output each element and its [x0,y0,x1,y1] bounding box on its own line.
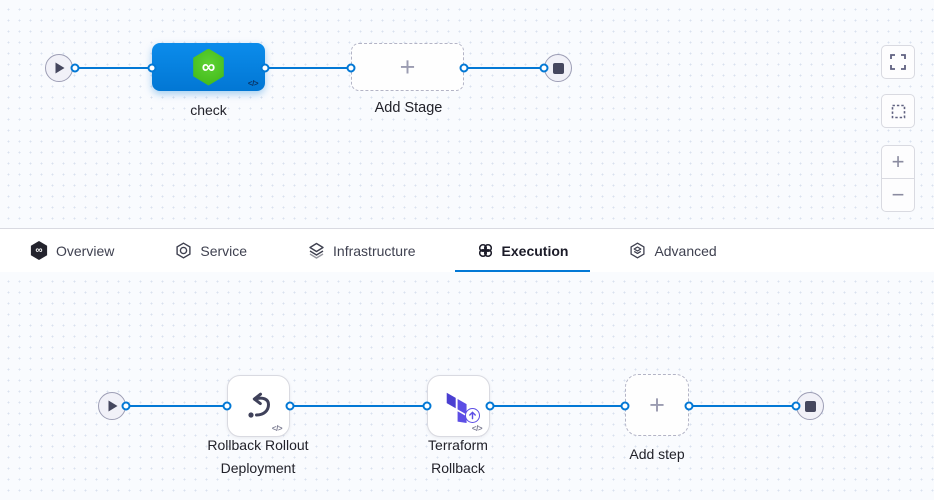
terraform-icon [446,392,467,423]
connector-line [126,405,227,407]
step-label-line: Rollback Rollout [207,437,309,453]
marquee-select-icon [891,104,905,118]
connector-line [75,67,152,69]
pipeline-start-node[interactable] [45,54,73,82]
play-icon [55,62,64,74]
step-label: Terraform Rollback [383,434,533,480]
step-label-line: Rollback [431,460,485,476]
infinity-glyph: ∞ [35,245,43,256]
undo-icon [247,392,270,418]
connector-dot [121,401,131,411]
tab-label: Overview [56,242,115,259]
stage-label: check [190,102,227,118]
rollback-badge [465,408,480,423]
connector-line [290,405,427,407]
stage-canvas[interactable]: ∞ </> check + Add Stage [0,0,934,228]
code-icon: </> [247,79,259,88]
rollback-end-node[interactable] [796,392,824,420]
infrastructure-icon [309,242,324,259]
step-node-terraform-rollback[interactable]: </> [427,375,490,437]
harness-logo-icon: ∞ [30,241,48,260]
step-label: Rollback Rollout Deployment [183,434,333,480]
connector-line [689,405,796,407]
add-step-button[interactable]: + [625,374,689,436]
connector-line [265,67,351,69]
infinity-glyph: ∞ [201,56,216,78]
stop-icon [552,62,564,74]
fullscreen-icon [890,54,906,70]
connector-dot [346,63,356,73]
stop-icon [804,400,816,412]
connector-dot [791,401,801,411]
connector-dot [422,401,432,411]
step-label-line: Deployment [220,460,296,476]
rollback-start-node[interactable] [98,392,126,420]
tab-overview[interactable]: ∞ Overview [8,229,136,272]
service-icon [176,242,191,259]
advanced-icon [630,242,645,259]
tab-label: Service [200,242,248,259]
connector-dot [485,401,495,411]
arrow-up-icon [469,411,476,420]
zoom-control-group: + − [881,145,915,212]
add-stage-button[interactable]: + [351,43,464,91]
fullscreen-button[interactable] [881,45,915,79]
harness-cd-stage-icon: ∞ [193,48,224,86]
active-tab-underline [454,269,591,272]
execution-canvas[interactable]: Rollback Execution [0,272,934,500]
tab-advanced[interactable]: Advanced [607,229,738,272]
stage-node-check[interactable]: ∞ </> [152,43,265,91]
step-label-line: Terraform [428,437,488,453]
connector-dot [620,401,630,411]
pipeline-tabbar: ∞ Overview Service Infrastructure [0,228,934,272]
step-node-rollback-rollout-deployment[interactable]: </> [227,375,290,437]
connector-dot [222,401,232,411]
connector-line [464,67,544,69]
play-icon [108,400,117,412]
tab-label: Advanced [654,242,717,259]
connector-dot [260,63,270,73]
tab-infrastructure[interactable]: Infrastructure [286,229,437,272]
connector-line [490,405,625,407]
connector-dot [285,401,295,411]
tab-service[interactable]: Service [153,229,269,272]
connector-dot [70,63,80,73]
add-step-label: Add step [629,446,685,462]
connector-dot [459,63,469,73]
connector-dot [539,63,549,73]
tab-label: Execution [501,242,569,259]
tab-label: Infrastructure [333,242,416,259]
add-stage-label: Add Stage [374,100,443,116]
zoom-out-button[interactable]: − [891,182,905,207]
execution-icon [478,243,492,258]
connector-dot [684,401,694,411]
code-icon: </> [471,424,483,433]
pipeline-end-node[interactable] [544,54,572,82]
tab-execution[interactable]: Execution [454,229,591,272]
marquee-select-button[interactable] [881,94,915,128]
zoom-in-button[interactable]: + [882,146,914,179]
code-icon: </> [271,424,283,433]
connector-dot [147,63,157,73]
